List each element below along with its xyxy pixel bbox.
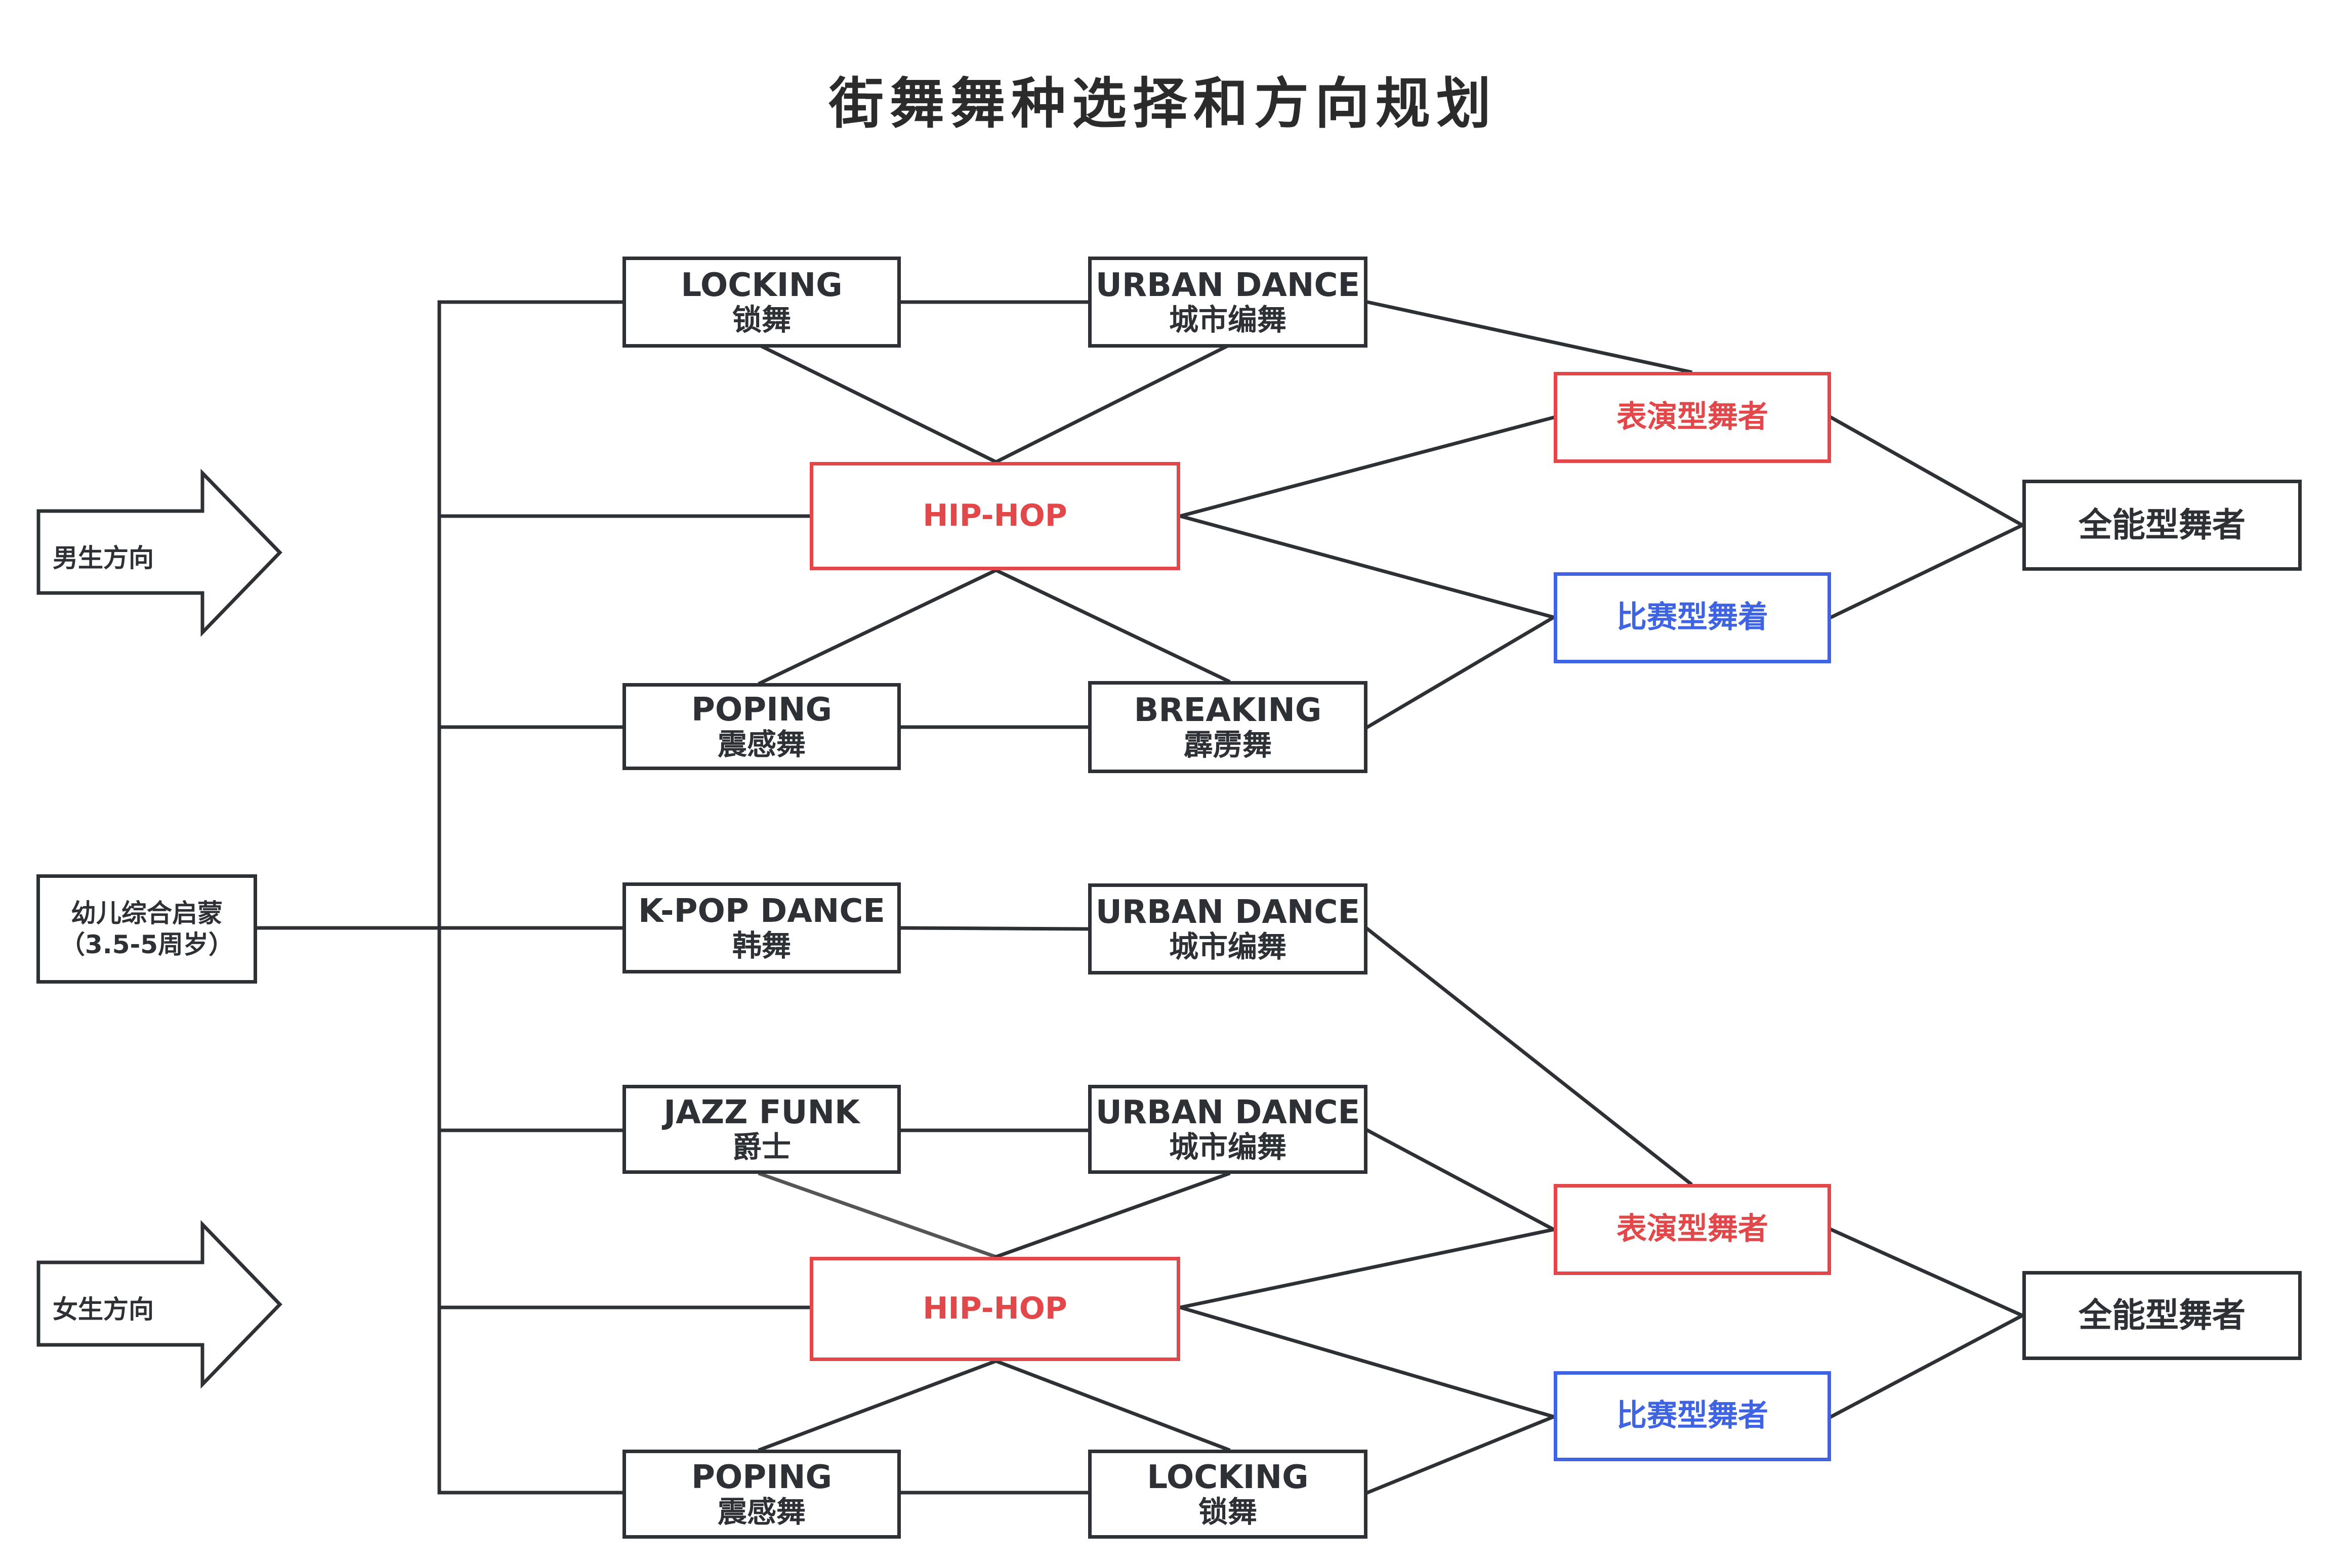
node-label: 表演型舞者 (1616, 399, 1768, 435)
node-label: 表演型舞者 (1616, 1211, 1768, 1247)
node-en-label: POPING (691, 1458, 833, 1496)
node-label: 比赛型舞着 (1616, 600, 1768, 635)
connector (758, 1359, 999, 1452)
connector (1365, 926, 1693, 1186)
connector (993, 1171, 1231, 1259)
male-direction-label: 男生方向 (53, 543, 154, 573)
node-zh-label: 锁舞 (732, 303, 791, 337)
node-zh-label: 霹雳舞 (1183, 728, 1272, 762)
connector (1365, 1414, 1556, 1495)
connector (1829, 523, 2025, 620)
node-zh-label: 城市编舞 (1169, 929, 1286, 964)
node-label: HIP-HOP (923, 1291, 1067, 1327)
female-jazz-node: JAZZ FUNK 爵士 (622, 1085, 901, 1174)
connector (1829, 415, 2025, 528)
node-en-label: POPING (691, 691, 833, 729)
female-performer-node: 表演型舞者 (1554, 1184, 1831, 1275)
connector (758, 1171, 999, 1259)
node-en-label: URBAN DANCE (1095, 266, 1360, 304)
connector (1829, 1313, 2025, 1419)
node-en-label: URBAN DANCE (1095, 893, 1360, 931)
node-en-label: LOCKING (1147, 1458, 1309, 1496)
page-title: 街舞舞种选择和方向规划 (828, 72, 1497, 136)
female-kpop-node: K-POP DANCE 韩舞 (622, 882, 901, 973)
female-poping-node: POPING 震感舞 (622, 1450, 901, 1539)
female-arrow-shape (36, 1220, 282, 1389)
node-zh-label: 震感舞 (717, 1495, 806, 1530)
connector (758, 343, 999, 464)
connector (899, 926, 1090, 931)
male-urban-node: URBAN DANCE 城市编舞 (1088, 257, 1367, 348)
node-zh-label: 锁舞 (1198, 1495, 1257, 1530)
node-en-label: JAZZ FUNK (663, 1093, 860, 1131)
root-title: 幼儿综合启蒙 (71, 898, 223, 928)
connector (1829, 1227, 2025, 1318)
root-age: （3.5-5周岁） (59, 930, 234, 959)
node-zh-label: 城市编舞 (1169, 303, 1286, 337)
female-competitor-node: 比赛型舞者 (1554, 1371, 1831, 1461)
connector (993, 1359, 1231, 1452)
female-hiphop-node: HIP-HOP (810, 1257, 1180, 1361)
connector (1178, 1305, 1556, 1419)
female-locking-node: LOCKING 锁舞 (1088, 1450, 1367, 1539)
node-label: HIP-HOP (923, 498, 1067, 534)
node-en-label: K-POP DANCE (638, 892, 885, 930)
female-urban-node-2: URBAN DANCE 城市编舞 (1088, 1085, 1367, 1174)
node-zh-label: 爵士 (732, 1130, 791, 1165)
node-zh-label: 震感舞 (717, 727, 806, 762)
connector (1178, 514, 1556, 620)
connector (1178, 415, 1556, 519)
node-en-label: LOCKING (681, 266, 843, 304)
connector (993, 343, 1231, 464)
connector (1178, 1227, 1556, 1310)
female-allround-node: 全能型舞者 (2022, 1271, 2302, 1360)
root-node: 幼儿综合启蒙 （3.5-5周岁） (36, 874, 257, 984)
node-label: 比赛型舞者 (1616, 1398, 1768, 1434)
connector (993, 568, 1231, 684)
male-allround-node: 全能型舞者 (2022, 480, 2302, 571)
male-competitor-node: 比赛型舞着 (1554, 572, 1831, 663)
male-poping-node: POPING 震感舞 (622, 683, 901, 770)
male-breaking-node: BREAKING 霹雳舞 (1088, 681, 1367, 773)
connector (1365, 615, 1556, 730)
node-label: 全能型舞者 (2079, 505, 2246, 545)
male-hiphop-node: HIP-HOP (810, 462, 1180, 570)
node-zh-label: 城市编舞 (1169, 1130, 1286, 1165)
connector (758, 568, 999, 686)
node-zh-label: 韩舞 (732, 928, 791, 963)
connector (1365, 300, 1693, 374)
female-direction-label: 女生方向 (53, 1295, 154, 1324)
node-label: 全能型舞者 (2079, 1296, 2246, 1335)
male-arrow-shape (36, 469, 282, 637)
node-en-label: URBAN DANCE (1095, 1093, 1360, 1131)
male-locking-node: LOCKING 锁舞 (622, 257, 901, 348)
connector (1365, 1128, 1556, 1232)
node-en-label: BREAKING (1134, 691, 1322, 729)
female-urban-node-1: URBAN DANCE 城市编舞 (1088, 883, 1367, 974)
male-performer-node: 表演型舞者 (1554, 372, 1831, 463)
